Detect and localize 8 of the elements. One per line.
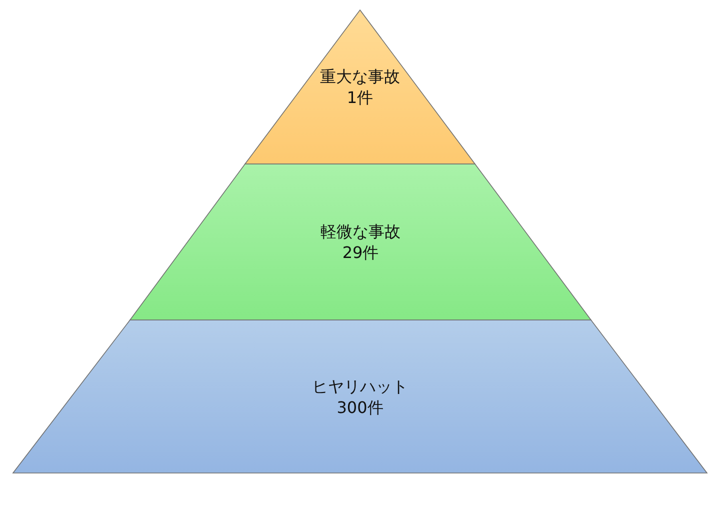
tier-title: 重大な事故 bbox=[320, 66, 400, 87]
tier-count: 29件 bbox=[342, 242, 379, 263]
tier-count: 300件 bbox=[336, 396, 384, 418]
pyramid-tier bbox=[13, 320, 707, 473]
tier-count: 1件 bbox=[346, 87, 374, 108]
pyramid-tier bbox=[130, 164, 591, 320]
tier-title: ヒヤリハット bbox=[312, 376, 408, 396]
tier-title: 軽微な事故 bbox=[320, 221, 400, 242]
